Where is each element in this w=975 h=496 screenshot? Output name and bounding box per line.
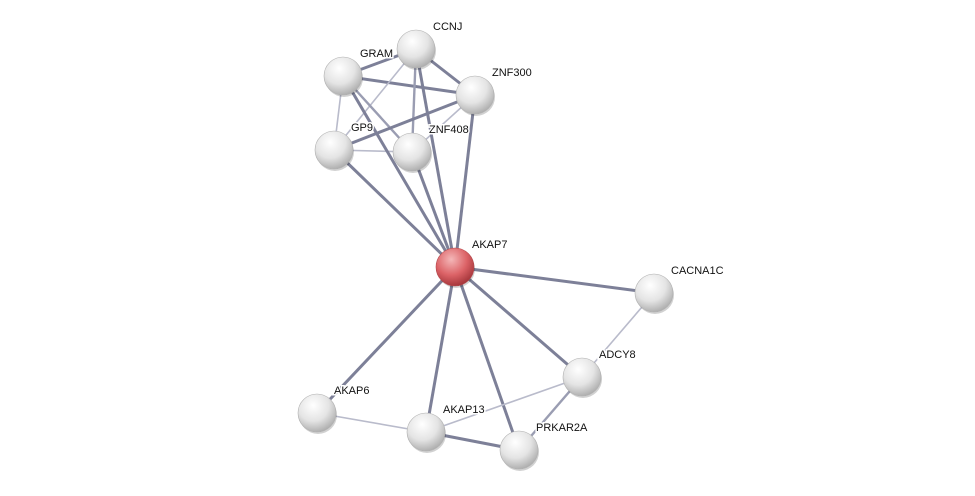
edge-akap7-gp9[interactable] [332,148,457,269]
node-label: AKAP6 [334,385,369,397]
node-sphere[interactable] [323,56,363,96]
node-label: ADCY8 [599,349,636,361]
node-label: ZNF408 [429,124,469,136]
node-sphere[interactable] [396,29,436,69]
edge-akap7-adcy8[interactable] [454,265,583,379]
node-sphere[interactable] [435,247,475,287]
node-label: CACNA1C [671,265,724,277]
node-sphere[interactable] [499,430,539,470]
node-label: CCNJ [433,21,462,33]
node-sphere[interactable] [297,393,337,433]
node-gp9[interactable]: GP9 [314,121,375,171]
edge-ccnj-gp9[interactable] [333,48,417,151]
edge-gram-znf300[interactable] [342,74,476,97]
node-sphere[interactable] [392,132,432,172]
node-label: GRAM [360,48,393,60]
node-sphere[interactable] [562,357,602,397]
node-adcy8[interactable]: ADCY8 [562,348,637,398]
edge-akap7-cacna1c[interactable] [454,265,655,295]
node-ccnj[interactable]: CCNJ [396,20,464,70]
node-akap6[interactable]: AKAP6 [297,384,371,434]
edge-akap7-gram[interactable] [341,75,457,268]
node-znf300[interactable]: ZNF300 [455,66,533,116]
node-label: PRKAR2A [536,422,588,434]
node-znf408[interactable]: ZNF408 [392,123,470,173]
edge-akap7-akap13[interactable] [424,266,457,433]
node-sphere[interactable] [634,273,674,313]
node-sphere[interactable] [314,130,354,170]
edge-akap7-akap6[interactable] [315,265,457,415]
edge-akap7-ccnj[interactable] [414,48,457,268]
edge-gp9-znf300[interactable] [333,93,476,152]
node-cacna1c[interactable]: CACNA1C [634,264,725,314]
edge-akap7-znf408[interactable] [410,151,457,268]
node-label: ZNF300 [492,67,532,79]
node-akap7[interactable]: AKAP7 [435,238,509,288]
edge-adcy8-akap13[interactable] [425,376,583,433]
edge-akap7-prkar2a[interactable] [453,266,521,451]
node-prkar2a[interactable]: PRKAR2A [499,421,590,471]
node-gram[interactable]: GRAM [323,47,395,97]
node-akap13[interactable]: AKAP13 [406,403,486,453]
node-sphere[interactable] [406,412,446,452]
node-sphere[interactable] [455,75,495,115]
node-label: GP9 [351,122,373,134]
node-label: AKAP13 [443,404,485,416]
node-label: AKAP7 [472,239,507,251]
edge-akap7-znf300[interactable] [453,94,477,268]
